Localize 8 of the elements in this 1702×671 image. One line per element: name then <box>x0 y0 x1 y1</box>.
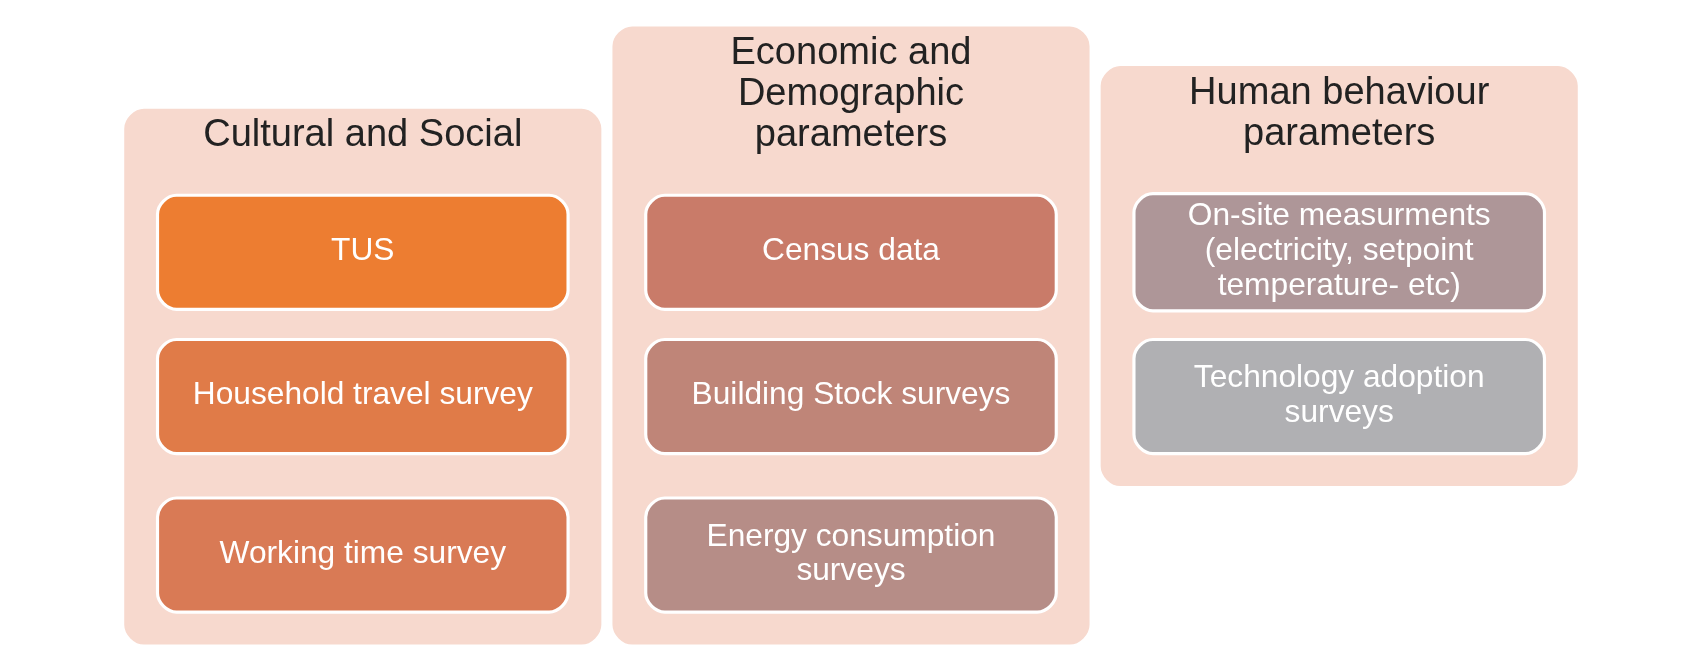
node-box: Energy consumption surveys <box>644 496 1058 614</box>
node-box: On-site measurments (electricity, setpoint temperature- etc) <box>1132 192 1547 313</box>
node-box: TUS <box>155 193 570 311</box>
node-box: Technology adoption surveys <box>1132 337 1547 456</box>
node-box: Household travel survey <box>155 337 570 456</box>
node-box: Building Stock surveys <box>644 337 1058 456</box>
node-box: Census data <box>644 193 1058 311</box>
node-box: Working time survey <box>155 496 570 614</box>
